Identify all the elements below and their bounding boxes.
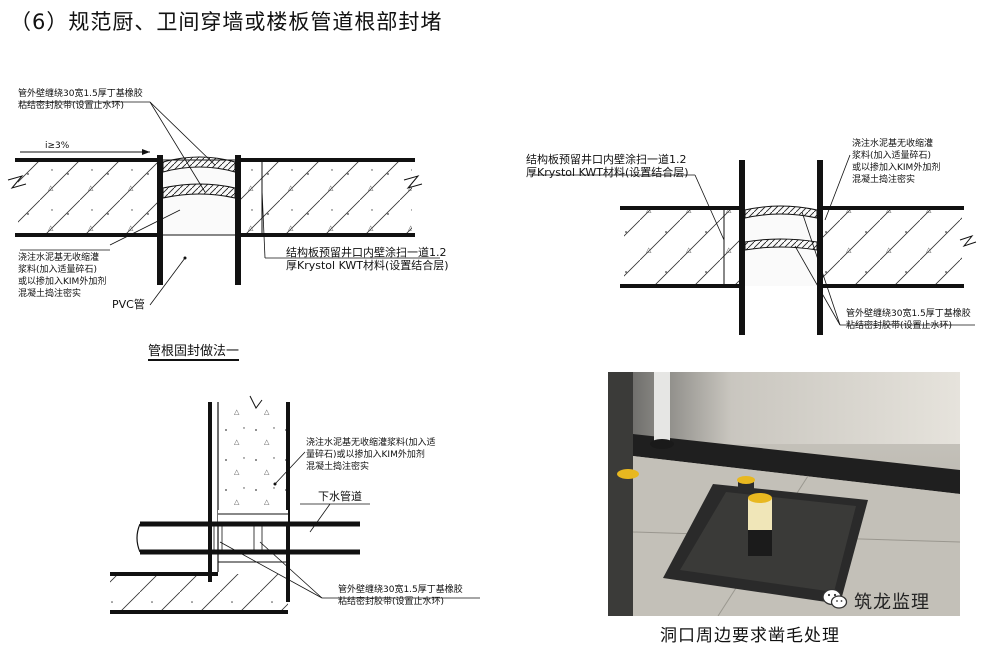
wechat-icon [822, 588, 848, 614]
detail-two-drawing: △ [530, 154, 977, 335]
d1-pipe-label: PVC管 [112, 298, 145, 311]
site-photo [608, 372, 960, 616]
detail-one-drawing: △ [7, 101, 440, 306]
d1-krystol-note: 结构板预留井口内壁涂扫一道1.2 厚Krystol KWT材料(设置结合层) [286, 246, 449, 272]
slab-right [240, 160, 412, 235]
photo-caption: 洞口周边要求凿毛处理 [660, 626, 840, 646]
watermark: 筑龙监理 [822, 588, 930, 614]
d2-grout-note: 浇注水泥基无收缩灌 浆料(加入适量碎石) 或以掺加入KIM外加剂 混凝土捣注密实 [852, 139, 941, 185]
sealing-tape-upper [162, 156, 236, 173]
sealing-tape-lower [162, 183, 236, 199]
detail-three-drawing: △ [110, 395, 480, 614]
d1-tape-note: 管外壁缠绕30宽1.5厚丁基橡胶 粘结密封胶带(设置止水环) [18, 89, 143, 111]
d1-grout-note: 浇注水泥基无收缩灌 浆料(加入适量碎石) 或以掺加入KIM外加剂 混凝土捣注密实 [18, 253, 107, 299]
watermark-text: 筑龙监理 [854, 592, 930, 613]
d2-tape-note: 管外壁缠绕30宽1.5厚丁基橡胶 粘结密封胶带(设置止水环) [846, 309, 971, 331]
d1-caption: 管根固封做法一 [148, 340, 240, 361]
d3-pipe-label: 下水管道 [318, 490, 362, 503]
d1-slope-label: i≥3% [45, 141, 70, 151]
d2-krystol-note: 结构板预留井口内壁涂扫一道1.2 厚Krystol KWT材料(设置结合层) [526, 153, 689, 179]
page-title: （6）规范厨、卫间穿墙或楼板管道根部封堵 [10, 10, 443, 34]
slab-left [18, 160, 158, 235]
membrane-band [633, 434, 960, 494]
d3-grout-note: 浇注水泥基无收缩灌浆料(加入适 量碎石)或以掺加入KIM外加剂 混凝土捣注密实 [306, 438, 436, 472]
d3-tape-note: 管外壁缠绕30宽1.5厚丁基橡胶 粘结密封胶带(设置止水环) [338, 585, 463, 607]
